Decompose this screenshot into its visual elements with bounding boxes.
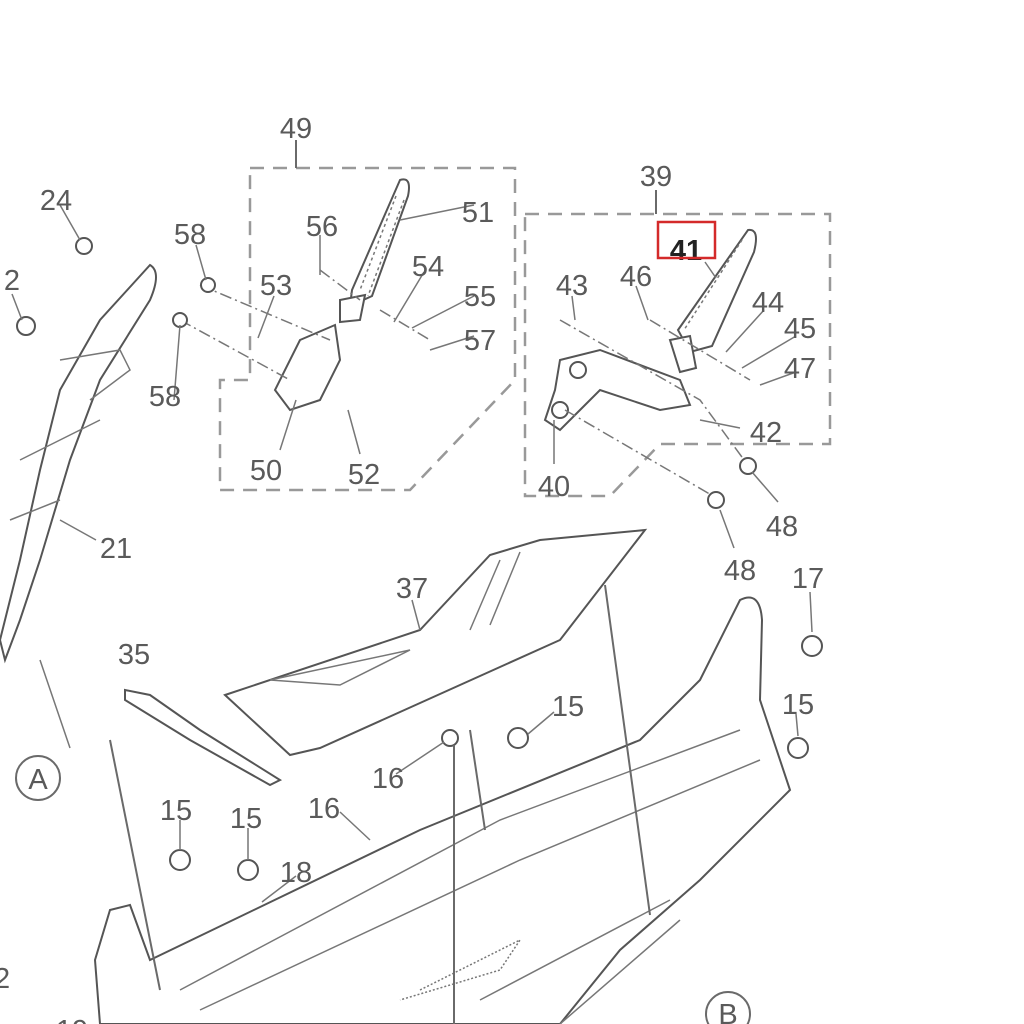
callout-47: 47 [784,353,816,385]
callout-58: 58 [149,381,181,413]
callout-15: 15 [552,691,584,723]
seat-37 [223,528,648,757]
callout-46: 46 [620,261,652,293]
callout-18: 18 [280,857,312,889]
callout-39: 39 [640,161,672,193]
callout-53: 53 [260,270,292,302]
bolts [16,237,823,881]
callout-58: 58 [174,219,206,251]
callout-2: 2 [0,963,10,995]
callout-49: 49 [280,113,312,145]
callout-40: 40 [538,471,570,503]
rail-35 [124,688,283,787]
footrest-51 [273,178,410,412]
highlight-box-41 [656,220,717,260]
group-49-box [218,166,517,492]
callout-2: 2 [4,265,20,297]
ref-circle-a: A [15,755,61,801]
callout-21: 21 [100,533,132,565]
callout-57: 57 [464,325,496,357]
bracket-40 [543,348,692,432]
callout-35: 35 [118,639,150,671]
side-cover [93,596,792,1024]
callout-16: 16 [372,763,404,795]
callout-42: 42 [750,417,782,449]
ref-circle-b: B [705,991,751,1024]
callout-56: 56 [306,211,338,243]
callout-51: 51 [462,197,494,229]
callout-15: 15 [230,803,262,835]
callout-41: 41 [670,235,702,267]
ref-a-label: A [28,764,48,796]
callout-48: 48 [766,511,798,543]
callout-15: 15 [782,689,814,721]
callout-44: 44 [752,287,784,319]
callout-54: 54 [412,251,444,283]
callout-24: 24 [40,185,72,217]
footrest-41 [668,228,757,374]
callout-55: 55 [464,281,496,313]
frame-21 [0,263,157,664]
callout-50: 50 [250,455,282,487]
callout-15: 15 [160,795,192,827]
callout-43: 43 [556,270,588,302]
callout-48: 48 [724,555,756,587]
group-39-box [523,212,832,498]
callout-17: 17 [792,563,824,595]
callout-52: 52 [348,459,380,491]
callout-16: 16 [308,793,340,825]
callout-37: 37 [396,573,428,605]
ref-b-label: B [718,999,737,1024]
callout-19: 19 [56,1015,88,1024]
callout-45: 45 [784,313,816,345]
